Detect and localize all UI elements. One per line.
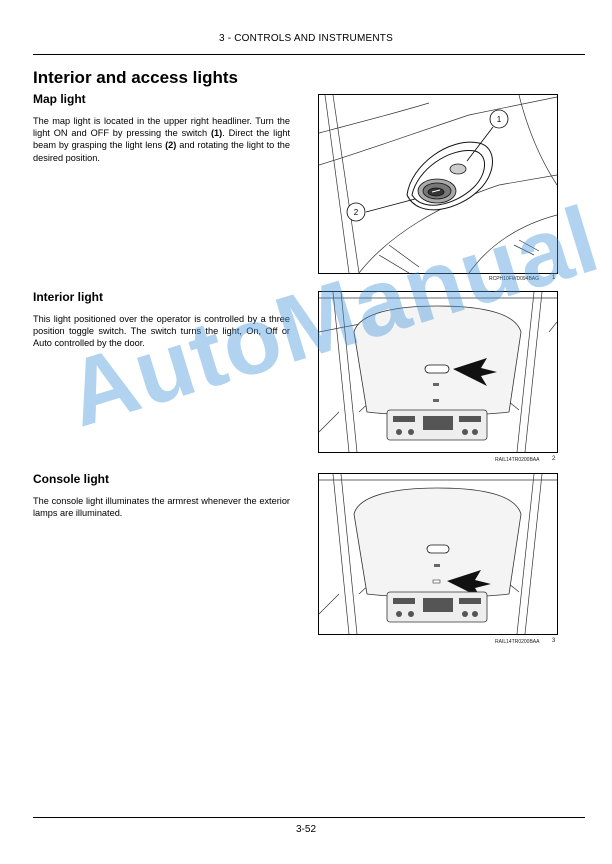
interior-light-illustration (319, 292, 557, 452)
section-heading-map-light: Map light (33, 92, 86, 106)
figure-2-number: 2 (552, 456, 556, 462)
footer-rule (33, 817, 585, 818)
header-rule (33, 54, 585, 55)
map-light-text: The map light is located in the upper ri… (33, 116, 291, 163)
console-light-text: The console light illuminates the armres… (33, 496, 290, 519)
chapter-header: 3 - CONTROLS AND INSTRUMENTS (219, 33, 393, 44)
page-number: 3-52 (295, 824, 316, 835)
figure-1-code: RCPH10FWD094BAG (489, 276, 540, 282)
map-light-illustration: 1 2 (319, 95, 557, 273)
console-light-figure (318, 473, 558, 635)
section-heading-console-light: Console light (33, 472, 109, 486)
interior-light-text: This light positioned over the operator … (33, 314, 290, 349)
callout-2: 2 (354, 208, 359, 217)
figure-3-code: RAIL14TR0200BAA (495, 639, 540, 645)
figure-3-number: 3 (552, 638, 556, 644)
map-light-figure: 1 2 (318, 94, 558, 274)
callout-1: 1 (497, 115, 502, 124)
interior-light-figure (318, 291, 558, 453)
section-heading-interior-light: Interior light (33, 290, 103, 304)
console-light-illustration (319, 474, 557, 634)
page-title: Interior and access lights (33, 68, 239, 87)
figure-1-number: 1 (552, 275, 556, 281)
figure-2-code: RAIL14TR0200BAA (495, 457, 540, 463)
